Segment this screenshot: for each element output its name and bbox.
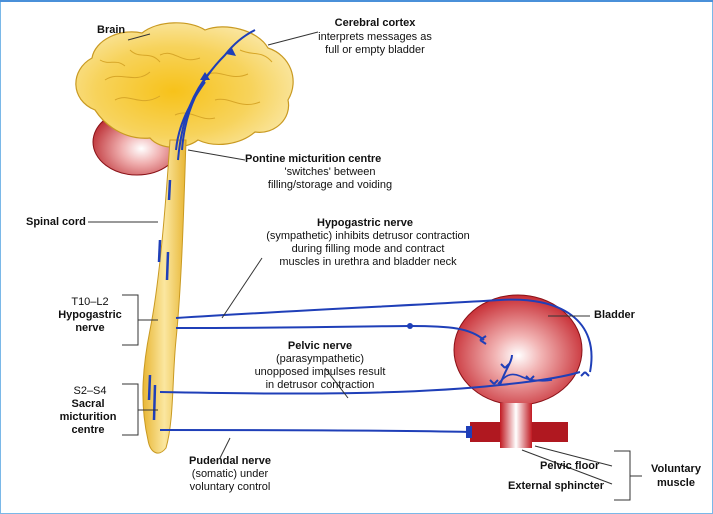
- pontine-title: Pontine micturition centre: [245, 153, 381, 166]
- pudendal-desc-2: voluntary control: [170, 481, 290, 494]
- cortex-title: Cerebral cortex: [310, 17, 440, 30]
- pelvic-desc-1: (parasympathetic): [220, 353, 420, 366]
- voluntary-muscle-label-2: muscle: [644, 477, 708, 490]
- cortex-desc-2: full or empty bladder: [300, 44, 450, 57]
- spinal-cord-label: Spinal cord: [26, 216, 86, 229]
- pelvic-floor-label: Pelvic floor: [540, 460, 599, 473]
- pudendal-desc-1: (somatic) under: [170, 468, 290, 481]
- pelvic-title: Pelvic nerve: [220, 340, 420, 353]
- spinal-cord: [143, 140, 186, 453]
- hypogastric-title: Hypogastric nerve: [250, 217, 480, 230]
- brain-label: Brain: [97, 24, 125, 37]
- pelvic-desc-2: unopposed impulses result: [220, 366, 420, 379]
- pudendal-title: Pudendal nerve: [170, 455, 290, 468]
- hypogastric-nerve-label-1: Hypogastric: [56, 309, 124, 322]
- bladder-label: Bladder: [594, 309, 635, 322]
- hypogastric-desc-2: during filling mode and contract: [248, 243, 488, 256]
- t10-l2-label: T10–L2: [60, 296, 120, 309]
- hypogastric-nerve-label-2: nerve: [56, 322, 124, 335]
- pontine-desc-1: 'switches' between: [250, 166, 410, 179]
- hypogastric-desc-3: muscles in urethra and bladder neck: [248, 256, 488, 269]
- cortex-desc-1: interprets messages as: [300, 31, 450, 44]
- pelvic-desc-3: in detrusor contraction: [220, 379, 420, 392]
- sacral-label-2: micturition: [50, 411, 126, 424]
- external-sphincter-label: External sphincter: [508, 480, 604, 493]
- sacral-label-1: Sacral: [50, 398, 126, 411]
- pontine-desc-2: filling/storage and voiding: [250, 179, 410, 192]
- sacral-label-3: centre: [50, 424, 126, 437]
- voluntary-muscle-label-1: Voluntary: [644, 463, 708, 476]
- hypogastric-desc-1: (sympathetic) inhibits detrusor contract…: [248, 230, 488, 243]
- s2-s4-label: S2–S4: [60, 385, 120, 398]
